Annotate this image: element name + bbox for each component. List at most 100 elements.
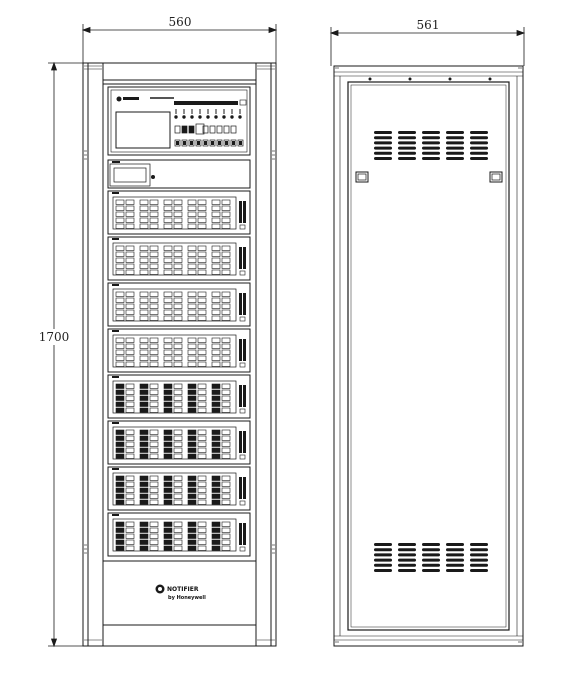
loop-module xyxy=(107,236,251,281)
loop-slot xyxy=(221,493,231,499)
loop-slot xyxy=(211,217,221,223)
loop-slot xyxy=(115,487,125,493)
vent-slot xyxy=(374,157,392,160)
loop-slot xyxy=(125,269,135,275)
loop-slot xyxy=(211,291,221,297)
loop-slot xyxy=(221,539,231,545)
key-button xyxy=(216,139,223,147)
key-mark xyxy=(232,141,235,145)
loop-slot xyxy=(163,361,173,367)
loop-slot xyxy=(115,269,125,275)
loop-slot xyxy=(211,205,221,211)
loop-slot xyxy=(149,407,159,413)
loop-slot xyxy=(197,407,207,413)
loop-slot xyxy=(221,475,231,481)
loop-slot xyxy=(139,401,149,407)
vent-slot xyxy=(398,141,416,145)
loop-slot xyxy=(163,205,173,211)
loop-slot xyxy=(163,211,173,217)
vent-slot xyxy=(398,563,416,567)
loop-slot xyxy=(115,309,125,315)
loop-slot xyxy=(187,343,197,349)
vent-slot xyxy=(470,543,488,546)
loop-slot xyxy=(221,429,231,435)
vent-slot xyxy=(446,543,464,546)
loop-slot xyxy=(187,337,197,343)
loop-slot xyxy=(173,527,183,533)
loop-slot xyxy=(173,349,183,355)
led-dot xyxy=(190,115,194,119)
vent-slot xyxy=(422,553,440,557)
key-mark xyxy=(211,141,214,145)
loop-slot xyxy=(115,199,125,205)
loop-slot xyxy=(187,199,197,205)
loop-slot xyxy=(115,343,125,349)
loop-slot xyxy=(115,303,125,309)
loop-slot xyxy=(211,389,221,395)
loop-slot xyxy=(211,401,221,407)
logo-brand-name: NOTIFIER xyxy=(167,586,199,593)
loop-slot xyxy=(221,211,231,217)
loop-slot xyxy=(173,441,183,447)
key-button xyxy=(174,139,181,147)
loop-slot xyxy=(125,481,135,487)
vent-slot xyxy=(446,146,464,150)
loop-slot xyxy=(163,407,173,413)
loop-slot xyxy=(197,291,207,297)
vent-slot xyxy=(422,543,440,546)
loop-slot xyxy=(163,499,173,505)
key-mark xyxy=(239,141,242,145)
loop-slot xyxy=(139,389,149,395)
loop-module xyxy=(107,420,251,465)
loop-slot xyxy=(115,223,125,229)
loop-slot xyxy=(163,291,173,297)
loop-slot xyxy=(187,251,197,257)
loop-slot xyxy=(211,539,221,545)
loop-slot xyxy=(125,355,135,361)
vent-slot xyxy=(374,563,392,567)
loop-slot xyxy=(197,349,207,355)
loop-slot xyxy=(139,539,149,545)
loop-slot xyxy=(163,355,173,361)
led-dot xyxy=(206,115,210,119)
loop-slot xyxy=(125,401,135,407)
loop-slot xyxy=(115,401,125,407)
loop-slot xyxy=(187,447,197,453)
loop-slot xyxy=(163,349,173,355)
loop-slot xyxy=(173,257,183,263)
loop-slot xyxy=(139,205,149,211)
loop-slot xyxy=(125,199,135,205)
loop-slot xyxy=(173,269,183,275)
loop-slot xyxy=(163,493,173,499)
loop-slot xyxy=(149,337,159,343)
loop-slot xyxy=(125,487,135,493)
lcd-screen xyxy=(115,111,171,149)
loop-slot xyxy=(115,533,125,539)
key-button xyxy=(188,125,195,134)
loop-slot xyxy=(187,435,197,441)
loop-slot xyxy=(125,263,135,269)
loop-slot xyxy=(139,291,149,297)
loop-slot xyxy=(163,257,173,263)
vent-slot xyxy=(446,563,464,567)
led-dot xyxy=(222,115,226,119)
loop-slot xyxy=(163,315,173,321)
loop-slot xyxy=(163,383,173,389)
loop-slot xyxy=(139,533,149,539)
key-button xyxy=(216,125,223,134)
loop-slot xyxy=(139,475,149,481)
loop-slot xyxy=(149,395,159,401)
loop-slot xyxy=(211,487,221,493)
loop-slot xyxy=(115,441,125,447)
loop-slot xyxy=(125,361,135,367)
loop-slot xyxy=(115,493,125,499)
vent-slot xyxy=(374,548,392,552)
loop-slot xyxy=(197,303,207,309)
led-dot xyxy=(174,115,178,119)
loop-slot xyxy=(187,407,197,413)
loop-slot xyxy=(163,527,173,533)
key-button xyxy=(181,125,188,134)
loop-slot xyxy=(211,297,221,303)
loop-slot xyxy=(163,389,173,395)
loop-slot xyxy=(139,257,149,263)
